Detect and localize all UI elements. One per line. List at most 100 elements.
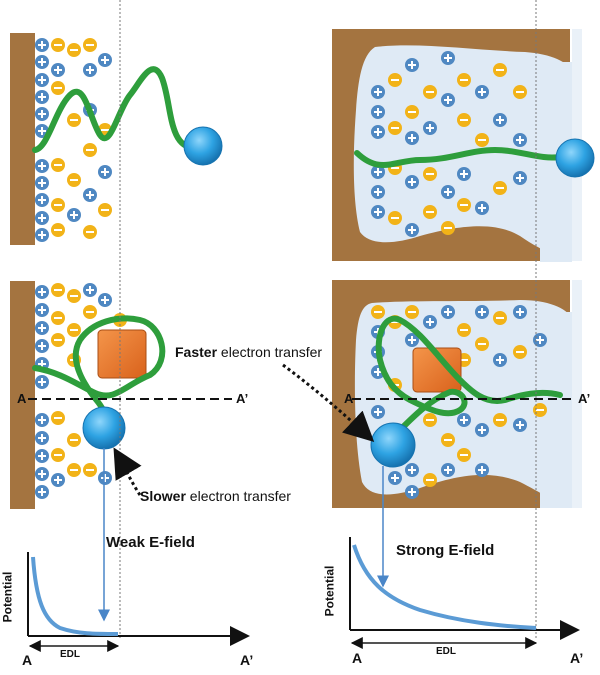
anion-icon xyxy=(388,73,402,87)
anion-icon xyxy=(493,311,507,325)
cation-icon xyxy=(423,121,437,135)
anion-icon xyxy=(457,73,471,87)
cation-icon xyxy=(371,105,385,119)
cation-icon xyxy=(51,473,65,487)
anion-icon xyxy=(457,448,471,462)
anion-icon xyxy=(405,305,419,319)
cation-icon xyxy=(405,175,419,189)
cation-icon xyxy=(35,228,49,242)
faster-arrow xyxy=(282,363,375,443)
cation-icon xyxy=(35,73,49,87)
cation-icon xyxy=(67,208,81,222)
weak-field-label: Weak E-field xyxy=(106,534,195,551)
anion-icon xyxy=(67,433,81,447)
cation-icon xyxy=(423,315,437,329)
faster-label: Faster electron transfer xyxy=(175,344,322,360)
cation-icon xyxy=(35,449,49,463)
anion-icon xyxy=(83,463,97,477)
cation-icon xyxy=(98,53,112,67)
cation-icon xyxy=(35,413,49,427)
cation-icon xyxy=(513,133,527,147)
anion-icon xyxy=(98,203,112,217)
anion-icon xyxy=(513,85,527,99)
section-aprime-left: A’ xyxy=(236,391,249,406)
anion-icon xyxy=(423,413,437,427)
axis-aprime-left: A’ xyxy=(240,652,254,668)
faster-bold: Faster xyxy=(175,344,218,360)
cation-icon xyxy=(35,38,49,52)
cation-icon xyxy=(475,463,489,477)
cation-icon xyxy=(35,55,49,69)
section-aprime-right: A’ xyxy=(578,391,591,406)
cation-icon xyxy=(457,413,471,427)
cation-icon xyxy=(51,63,65,77)
anion-icon xyxy=(67,463,81,477)
cation-icon xyxy=(475,423,489,437)
strong-field-label: Strong E-field xyxy=(396,542,495,559)
anion-icon xyxy=(423,167,437,181)
anion-icon xyxy=(423,85,437,99)
anion-icon xyxy=(67,43,81,57)
anion-icon xyxy=(67,173,81,187)
faster-rest: electron transfer xyxy=(217,344,323,360)
cation-icon xyxy=(405,463,419,477)
protein-bottom-right xyxy=(412,347,462,393)
cation-icon xyxy=(441,51,455,65)
cation-icon xyxy=(533,333,547,347)
slower-label: Slower electron transfer xyxy=(140,488,291,504)
cation-icon xyxy=(83,63,97,77)
anion-icon xyxy=(51,223,65,237)
anion-icon xyxy=(51,311,65,325)
anion-icon xyxy=(513,345,527,359)
cation-icon xyxy=(35,431,49,445)
cation-icon xyxy=(371,205,385,219)
anion-icon xyxy=(493,181,507,195)
section-a-left: A xyxy=(17,391,27,406)
anion-icon xyxy=(51,81,65,95)
cation-icon xyxy=(371,185,385,199)
redox-label-top-left xyxy=(183,126,223,166)
cation-icon xyxy=(98,293,112,307)
anion-icon xyxy=(83,143,97,157)
anion-icon xyxy=(475,337,489,351)
cation-icon xyxy=(493,113,507,127)
cation-icon xyxy=(405,58,419,72)
cation-icon xyxy=(441,463,455,477)
cation-icon xyxy=(35,375,49,389)
anion-icon xyxy=(51,333,65,347)
cation-icon xyxy=(35,211,49,225)
cation-icon xyxy=(405,333,419,347)
anion-icon xyxy=(441,221,455,235)
potential-plot-left xyxy=(27,552,250,652)
cation-icon xyxy=(35,339,49,353)
anion-icon xyxy=(51,38,65,52)
electrode-top-left xyxy=(10,33,35,245)
cation-icon xyxy=(35,321,49,335)
cation-icon xyxy=(83,283,97,297)
aptamer-strand-bottom-left xyxy=(32,315,166,423)
axis-a-right: A xyxy=(352,650,363,666)
cation-icon xyxy=(475,305,489,319)
cation-icon xyxy=(475,85,489,99)
anion-icon xyxy=(388,211,402,225)
anion-icon xyxy=(67,323,81,337)
cation-icon xyxy=(493,353,507,367)
anion-icon xyxy=(67,113,81,127)
cation-icon xyxy=(457,167,471,181)
cation-icon xyxy=(441,93,455,107)
cation-icon xyxy=(35,107,49,121)
dna-strand-top-right xyxy=(354,146,563,168)
cation-icon xyxy=(35,90,49,104)
cation-icon xyxy=(83,188,97,202)
axis-aprime-right: A’ xyxy=(570,650,584,666)
anion-icon xyxy=(67,289,81,303)
potential-ylabel-left: Potential xyxy=(0,571,15,623)
redox-label-bottom-right xyxy=(370,422,416,468)
slower-arrow xyxy=(113,447,142,496)
edl-label-right: EDL xyxy=(436,646,456,657)
cation-icon xyxy=(513,418,527,432)
cation-icon xyxy=(35,485,49,499)
cation-icon xyxy=(35,303,49,317)
